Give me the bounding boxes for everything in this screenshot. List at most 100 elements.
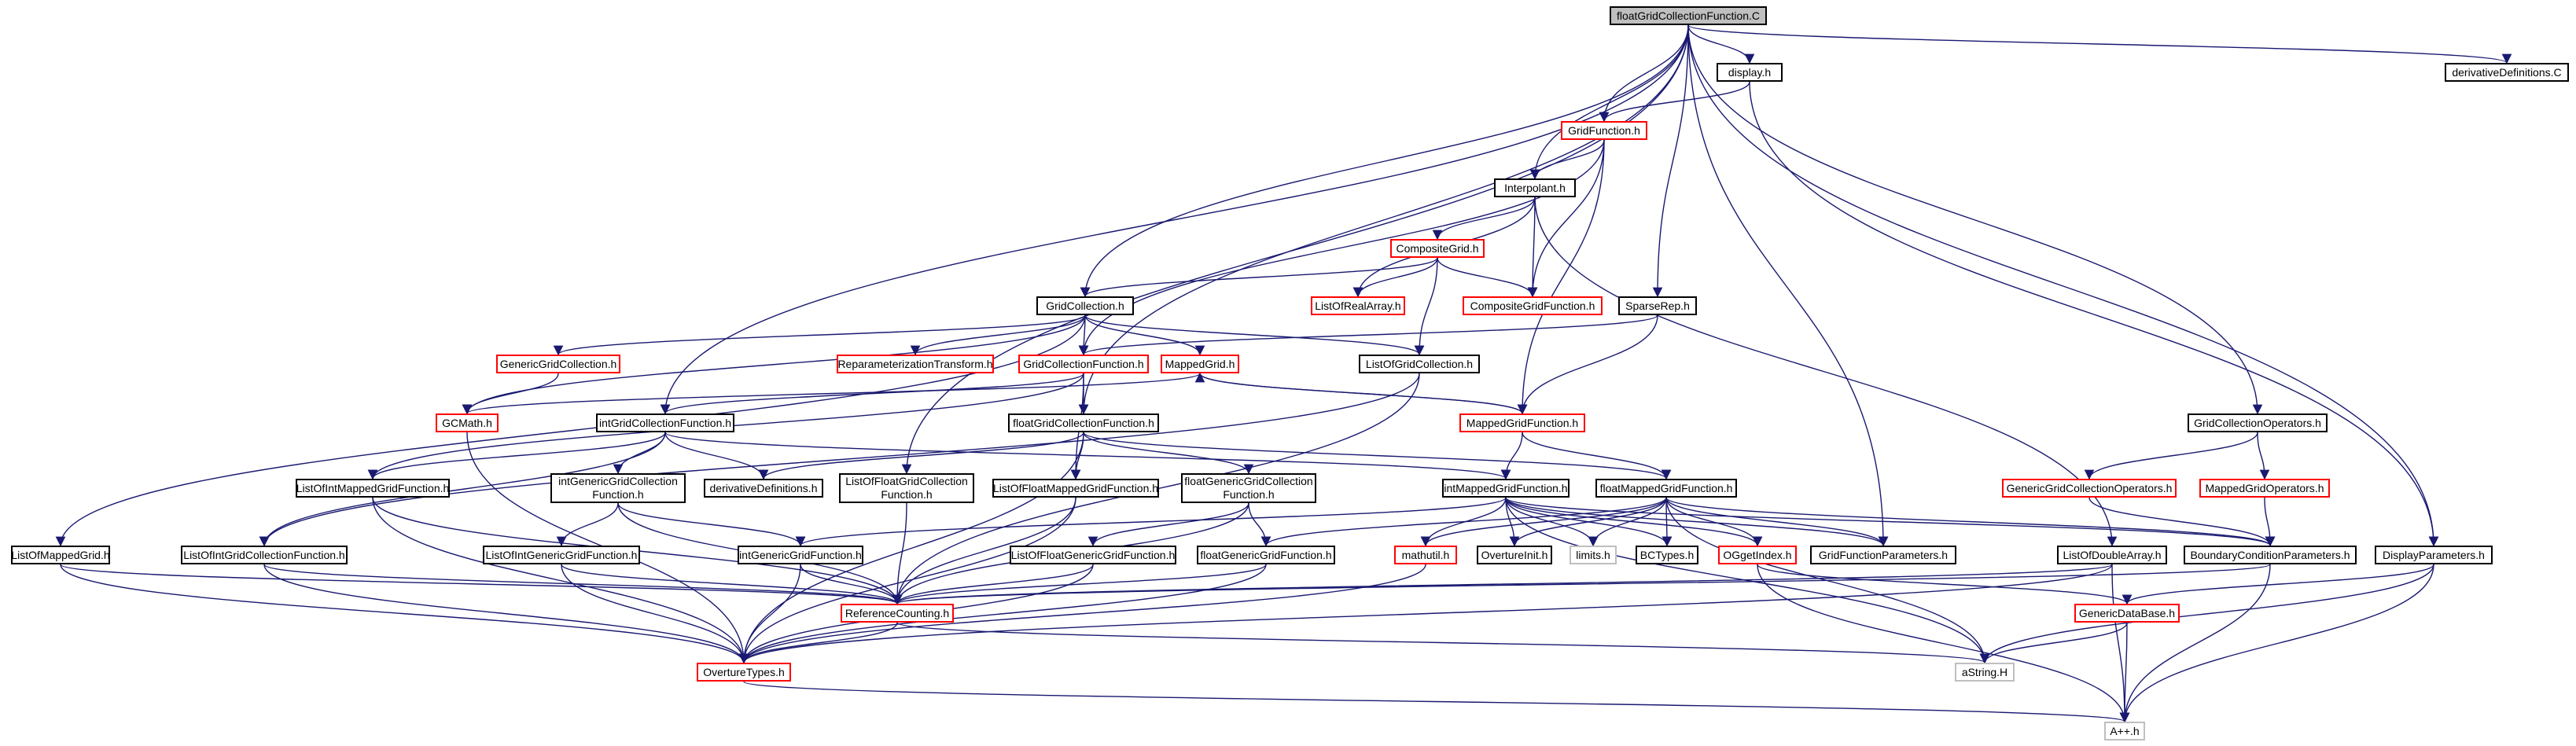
node-OvertureInit-h[interactable]: OvertureInit.h [1477,546,1552,564]
node-mathutil-h[interactable]: mathutil.h [1394,546,1457,564]
node-ListOfIntGenericGridFunction-h[interactable]: ListOfIntGenericGridFunction.h [483,546,640,564]
node-label: intGenericGridCollection Function.h [558,475,678,501]
node-SparseRep-h[interactable]: SparseRep.h [1618,296,1697,315]
edge-mgf_h-to-mappedgrid_h [1194,372,1523,414]
node-ListOfFloatGenericGridFunction-h[interactable]: ListOfFloatGenericGridFunction.h [1010,546,1176,564]
edge-fgenericgcf_h-to-fggf_h [1248,502,1271,547]
edge-fgcf_h-to-fgenericgcf_h [1083,432,1254,475]
node-GridFunction-h[interactable]: GridFunction.h [1561,121,1647,140]
node-GCMath-h[interactable]: GCMath.h [436,413,499,432]
node-ListOfFloatGridCollectionFunction-h[interactable]: ListOfFloatGridCollection Function.h [839,473,974,503]
node-ListOfGridCollection-h[interactable]: ListOfGridCollection.h [1359,355,1480,373]
node-floatGenericGridFunction-h[interactable]: floatGenericGridFunction.h [1197,546,1335,564]
edge-interp_h-to-compgridfunc_h [1527,197,1538,298]
node-GridFunctionParameters-h[interactable]: GridFunctionParameters.h [1810,546,1956,564]
node-GenericDataBase-h[interactable]: GenericDataBase.h [2074,604,2180,623]
edge-gridcoll_h-to-listgc_h [1084,314,1425,356]
node-Interpolant-h[interactable]: Interpolant.h [1494,178,1576,197]
edge-dispparams_h-to-app_h [2119,564,2434,723]
edge-gcf_h-to-intgcf_h [660,373,1084,415]
edge-overtypes_h-to-app_h [743,681,2129,723]
edge-refcount_h-to-overtypes_h [738,622,898,664]
node-ListOfMappedGrid-h[interactable]: ListOfMappedGrid.h [11,546,110,564]
edge-sparserep_h-to-mgf_h [1517,314,1658,415]
node-ListOfFloatMappedGridFunction-h[interactable]: ListOfFloatMappedGridFunction.h [992,479,1159,498]
edge-intgcf_h-to-listintmgf_h [367,432,666,480]
node-GridCollectionFunction-h[interactable]: GridCollectionFunction.h [1018,355,1149,373]
node-MappedGridOperators-h[interactable]: MappedGridOperators.h [2199,479,2330,498]
node-ReferenceCounting-h[interactable]: ReferenceCounting.h [841,604,954,623]
node-display-h[interactable]: display.h [1717,63,1783,82]
node-ListOfRealArray-h[interactable]: ListOfRealArray.h [1311,296,1405,315]
node-CompositeGrid-h[interactable]: CompositeGrid.h [1390,239,1485,258]
edge-gridfunc_h-to-gcf_h [1078,139,1605,356]
node-intGenericGridFunction-h[interactable]: intGenericGridFunction.h [738,546,863,564]
node-MappedGridFunction-h[interactable]: MappedGridFunction.h [1459,413,1585,432]
node-GridCollection-h[interactable]: GridCollection.h [1036,296,1134,315]
edge-fmgf_h-to-gfparams_h [1665,497,1889,547]
edge-fggf_h-to-overtypes_h [738,564,1267,664]
node-floatMappedGridFunction-h[interactable]: floatMappedGridFunction.h [1595,479,1737,498]
node-MappedGrid-h[interactable]: MappedGrid.h [1161,355,1239,373]
edge-fmgf_h-to-bcparams_h [1665,497,2276,547]
node-OvertureTypes-h[interactable]: OvertureTypes.h [697,663,791,682]
node-DisplayParameters-h[interactable]: DisplayParameters.h [2375,546,2493,564]
edge-listintmgf_h-to-overtypes_h [372,497,749,664]
node-aString-H[interactable]: aString.H [1955,663,2015,682]
node-CompositeGridFunction-h[interactable]: CompositeGridFunction.h [1463,296,1603,315]
node-GenericGridCollectionOperators-h[interactable]: GenericGridCollectionOperators.h [2002,479,2177,498]
node-ListOfIntGridCollectionFunction-h[interactable]: ListOfIntGridCollectionFunction.h [181,546,348,564]
edge-intgenericgcf_h-to-intggf_h [617,502,806,547]
edge-listfmgf_h-to-overtypes_h [738,497,1076,664]
edge-dispparams_h-to-astring_H [1979,564,2434,664]
edge-genericgc_h-to-gcmath_h [462,373,559,415]
node-floatGenericGridCollectionFunction-h[interactable]: floatGenericGridCollection Function.h [1181,473,1316,503]
edge-root-to-sparserep_h [1652,24,1689,298]
node-ListOfIntMappedGridFunction-h[interactable]: ListOfIntMappedGridFunction.h [296,479,450,498]
node-App-h[interactable]: A++.h [2104,722,2145,740]
edge-gridfunc_h-to-compgridfunc_h [1527,139,1605,298]
node-OGgetIndex-h[interactable]: OGgetIndex.h [1718,546,1797,564]
node-limits-h[interactable]: limits.h [1570,546,1617,564]
node-intGenericGridCollectionFunction-h[interactable]: intGenericGridCollection Function.h [550,473,686,503]
node-BoundaryConditionParameters-h[interactable]: BoundaryConditionParameters.h [2184,546,2357,564]
node-BCTypes-h[interactable]: BCTypes.h [1636,546,1698,564]
edge-fmgf_h-to-limits_h [1588,497,1667,547]
edge-root-to-gridfunc_h [1599,24,1689,123]
edge-intmgf_h-to-intggf_h [796,497,1507,547]
node-intGridCollectionFunction-h[interactable]: intGridCollectionFunction.h [596,413,734,432]
edge-fgcf_h-to-fmgf_h [1083,432,1672,480]
edge-mappedgrid_h-to-gcmath_h [462,373,1201,415]
edge-listintggf_h-to-refcount_h [561,564,903,605]
edge-intmgf_h-to-bcparams_h [1505,497,2275,547]
edge-intgenericgcf_h-to-listintggf_h [556,502,619,547]
edge-compgrid_h-to-compgridfunc_h [1437,257,1538,298]
edge-listfmgf_h-to-refcount_h [892,497,1076,605]
node-GenericGridCollection-h[interactable]: GenericGridCollection.h [496,355,620,373]
node-ListOfDoubleArray-h[interactable]: ListOfDoubleArray.h [2057,546,2167,564]
edge-compgrid_h-to-listreal_h [1352,257,1438,298]
node-derivativeDefinitions-C[interactable]: derivativeDefinitions.C [2445,63,2569,82]
edge-fgenericgcf_h-to-listfggf_h [1087,502,1249,547]
edge-root-to-listfgcf_h [901,24,1689,475]
node-floatGridCollectionFunction-C[interactable]: floatGridCollectionFunction.C [1610,6,1767,25]
edge-display_h-to-dispparams_h [1749,81,2439,547]
edge-genericgcops_h-to-bcparams_h [2088,497,2276,547]
edge-intmgf_h-to-bctypes_h [1505,497,1673,547]
edge-listmg_h-to-overtypes_h [60,564,749,664]
edge-gridfunc_h-to-interp_h [1529,139,1605,180]
node-derivativeDefinitions-h[interactable]: derivativeDefinitions.h [704,479,823,498]
node-floatGridCollectionFunction-h[interactable]: floatGridCollectionFunction.h [1008,413,1159,432]
edge-listdouble_h-to-app_h [2111,564,2130,723]
node-GridCollectionOperators-h[interactable]: GridCollectionOperators.h [2188,413,2328,432]
edge-bcparams_h-to-refcount_h [892,564,2271,605]
edge-root-to-intgcf_h [660,24,1689,415]
edge-listintgcf_h-to-refcount_h [263,564,902,605]
edge-gridcoll_h-to-gcmath_h [462,314,1086,415]
edge-mgf_h-to-fmgf_h [1522,432,1672,480]
node-ReparameterizationTransform-h[interactable]: ReparameterizationTransform.h [837,355,994,373]
edge-intmgf_h-to-ogetindex_h [1505,497,1763,547]
node-intMappedGridFunction-h[interactable]: intMappedGridFunction.h [1442,479,1570,498]
edge-bcparams_h-to-app_h [2119,564,2271,723]
